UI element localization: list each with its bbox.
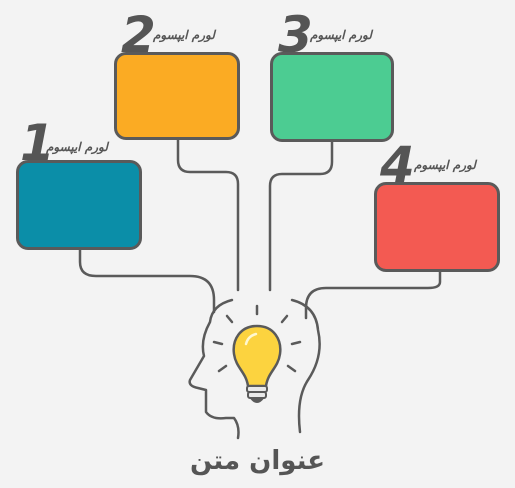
item-4-number: 4 bbox=[380, 136, 415, 194]
item-3-box bbox=[270, 52, 394, 142]
connector-1 bbox=[78, 246, 216, 314]
lightbulb-icon bbox=[232, 324, 282, 403]
connector-3 bbox=[268, 138, 334, 292]
item-2-number: 2 bbox=[121, 6, 156, 64]
item-4-box bbox=[374, 182, 500, 272]
item-3-label: لورم ایپسوم bbox=[310, 28, 372, 42]
item-4-label: لورم ایپسوم bbox=[414, 158, 476, 172]
main-title: عنوان متن bbox=[190, 446, 325, 476]
item-2-box bbox=[114, 52, 240, 140]
item-1-label: لورم ایپسوم bbox=[46, 140, 108, 154]
item-1-box bbox=[16, 160, 142, 250]
head-outline bbox=[188, 298, 321, 440]
connector-2 bbox=[176, 136, 240, 292]
light-rays bbox=[212, 304, 302, 373]
connector-4 bbox=[304, 268, 442, 320]
item-3-number: 3 bbox=[278, 6, 313, 64]
item-2-label: لورم ایپسوم bbox=[153, 28, 215, 42]
item-1-number: 1 bbox=[20, 114, 55, 172]
